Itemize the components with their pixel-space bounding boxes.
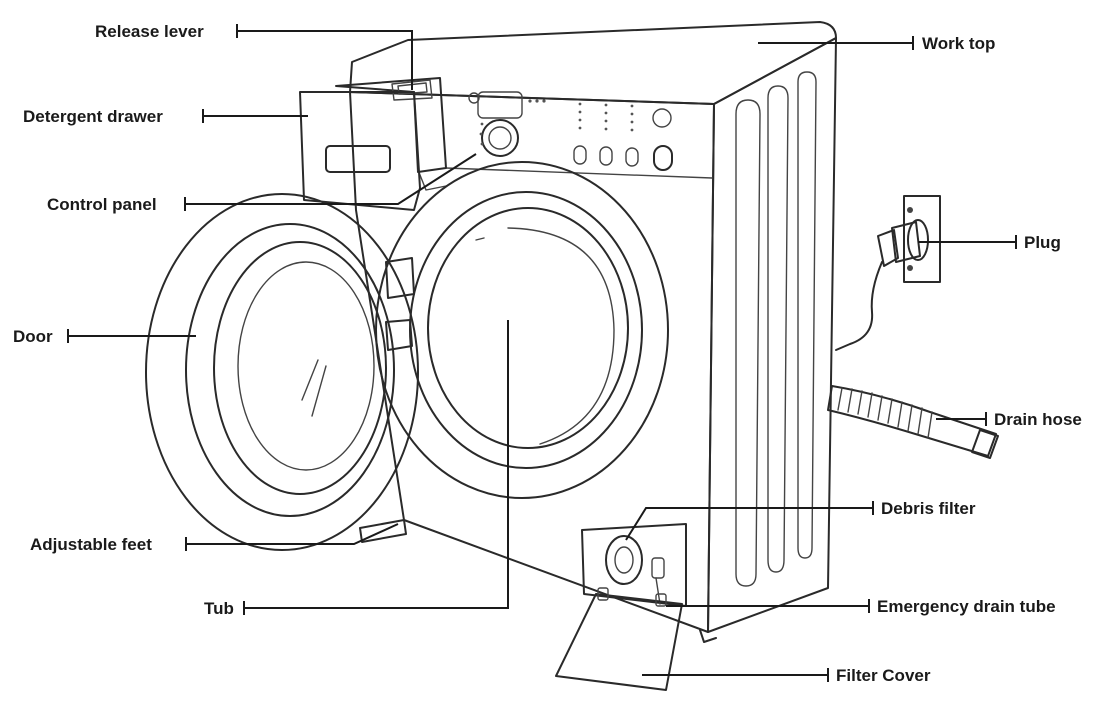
label-work-top: Work top bbox=[922, 34, 995, 53]
door-opening bbox=[375, 161, 669, 499]
plug-assembly bbox=[835, 195, 941, 351]
label-emergency-drain-tube: Emergency drain tube bbox=[877, 597, 1056, 616]
power-cord bbox=[835, 261, 883, 351]
label-tub: Tub bbox=[204, 599, 234, 618]
detergent-drawer[interactable] bbox=[299, 77, 447, 211]
drawer-handle[interactable] bbox=[325, 145, 391, 173]
machine-body bbox=[349, 21, 837, 633]
label-control-panel: Control panel bbox=[47, 195, 157, 214]
door-hinge bbox=[385, 257, 415, 299]
control-panel bbox=[468, 91, 673, 171]
start-button[interactable] bbox=[653, 145, 673, 171]
label-detergent-drawer: Detergent drawer bbox=[23, 107, 163, 126]
filter-cover-panel[interactable] bbox=[555, 593, 683, 691]
option-button-3[interactable] bbox=[625, 147, 639, 167]
label-adjustable-feet: Adjustable feet bbox=[30, 535, 152, 554]
label-debris-filter: Debris filter bbox=[881, 499, 976, 518]
wall-socket bbox=[903, 195, 941, 283]
label-drain-hose: Drain hose bbox=[994, 410, 1082, 429]
leader-lines bbox=[67, 24, 1017, 682]
program-dial[interactable] bbox=[481, 119, 519, 157]
power-button[interactable] bbox=[652, 108, 672, 128]
drain-hose bbox=[827, 385, 999, 459]
tub-drum bbox=[427, 207, 629, 449]
label-door: Door bbox=[13, 327, 53, 346]
option-button-1[interactable] bbox=[573, 145, 587, 165]
adjustable-feet-shape bbox=[359, 519, 407, 543]
debris-filter-cap[interactable] bbox=[605, 535, 643, 585]
front-panel bbox=[349, 91, 715, 633]
side-panel bbox=[707, 37, 837, 633]
label-plug: Plug bbox=[1024, 233, 1061, 252]
label-release-lever: Release lever bbox=[95, 22, 204, 41]
label-filter-cover: Filter Cover bbox=[836, 666, 931, 685]
program-display bbox=[477, 91, 523, 119]
option-button-2[interactable] bbox=[599, 146, 613, 166]
plug-head[interactable] bbox=[891, 221, 921, 263]
door[interactable] bbox=[145, 193, 419, 551]
labels: Release lever Detergent drawer Control p… bbox=[13, 22, 1082, 685]
